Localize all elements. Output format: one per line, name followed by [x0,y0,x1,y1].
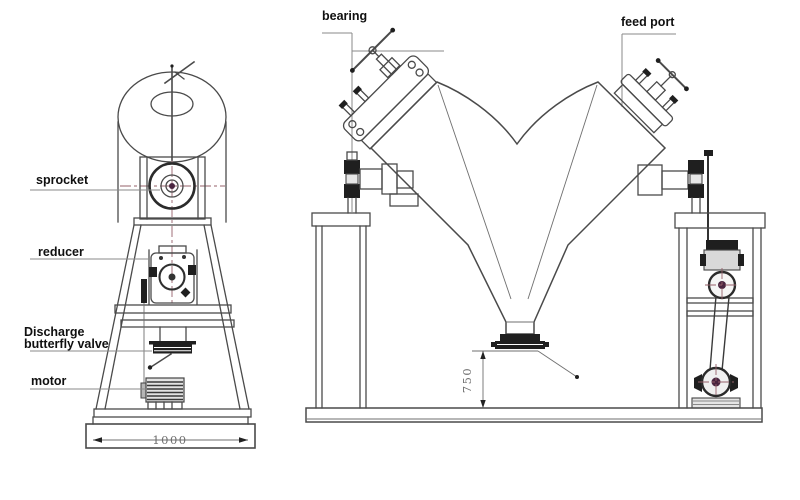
right-support-column [674,212,766,409]
discharge-flange [491,334,549,349]
discharge-valve-label-line2: butterfly valve [24,337,109,351]
base-width-value: 1000 [152,433,187,447]
drive-belt [709,295,730,372]
left-support-column [311,212,371,409]
reducer-label: reducer [38,245,84,259]
bearing-leader [322,32,444,212]
sprocket-bracket [139,156,206,220]
reducer [148,245,198,305]
feed-port-cover [613,58,689,134]
discharge-butterfly-valve [147,341,196,370]
upper-shelf [114,304,232,314]
drive-reducer [700,240,744,302]
base-front [305,407,763,423]
discharge-height-dimension: 750 [460,350,579,408]
side-view: 1000 sprocket reducer Discharge butterfl… [24,60,256,449]
drive-motor [691,364,741,409]
bearing-label: bearing [322,9,367,23]
motor [140,377,185,410]
shaft-and-handle [163,60,196,161]
support-bar [141,279,147,303]
base-width-dimension: 1000 [93,433,248,447]
feed-port-leader [621,33,676,107]
discharge-valve-label-line1: Discharge [24,325,84,339]
discharge-height-value: 750 [460,367,474,393]
sprocket [148,162,196,210]
front-view: bearing feed port [305,9,766,423]
feed-port-label: feed port [621,15,675,29]
motor-label: motor [31,374,67,388]
left-bearing-assembly [344,151,419,214]
a-frame-stand [95,217,250,410]
base-side [85,408,256,449]
v-vessel [369,81,667,335]
side-view-leaders [30,189,160,390]
sprocket-label: sprocket [36,173,89,187]
lower-shelf [120,319,235,328]
left-cover-assembly [338,27,438,150]
